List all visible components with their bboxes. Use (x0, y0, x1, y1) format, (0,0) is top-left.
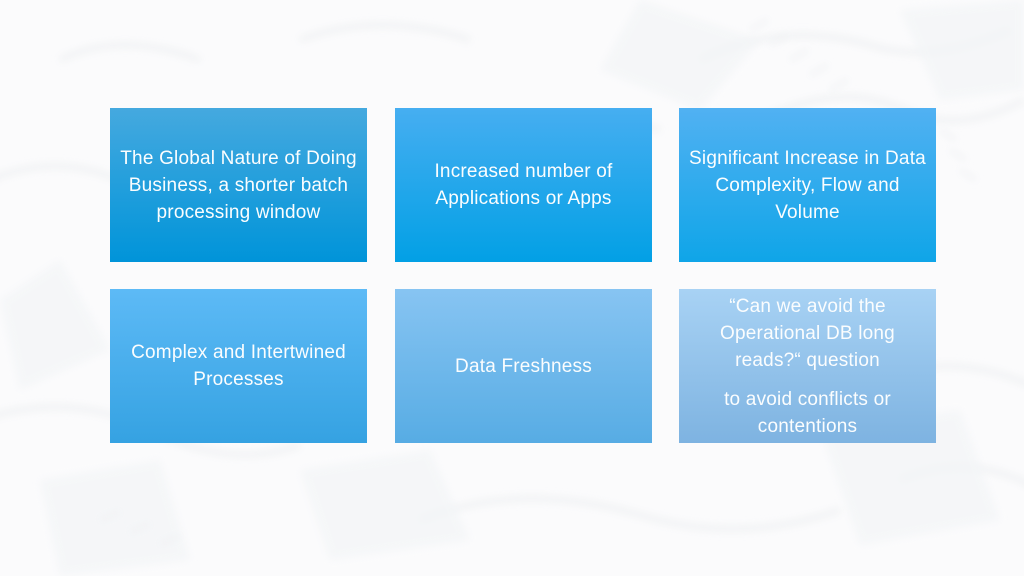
box-text: Increased number of Applications or Apps (434, 161, 613, 209)
content-box-operational-db: “Can we avoid the Operational DB long re… (679, 289, 936, 443)
content-box-data-freshness: Data Freshness (395, 289, 652, 443)
box-text: Complex and Intertwined Processes (131, 342, 346, 390)
box-text: The Global Nature of Doing Business, a s… (120, 147, 357, 223)
content-box-increased-apps: Increased number of Applications or Apps (395, 108, 652, 262)
box-text: “Can we avoid the Operational DB long re… (720, 295, 895, 371)
content-box-data-complexity: Significant Increase in Data Complexity,… (679, 108, 936, 262)
box-text: to avoid conflicts or contentions (724, 388, 891, 437)
box-text: Significant Increase in Data Complexity,… (689, 147, 926, 223)
box-text: Data Freshness (455, 355, 592, 377)
content-box-complex-processes: Complex and Intertwined Processes (110, 289, 367, 443)
content-box-global-nature: The Global Nature of Doing Business, a s… (110, 108, 367, 262)
